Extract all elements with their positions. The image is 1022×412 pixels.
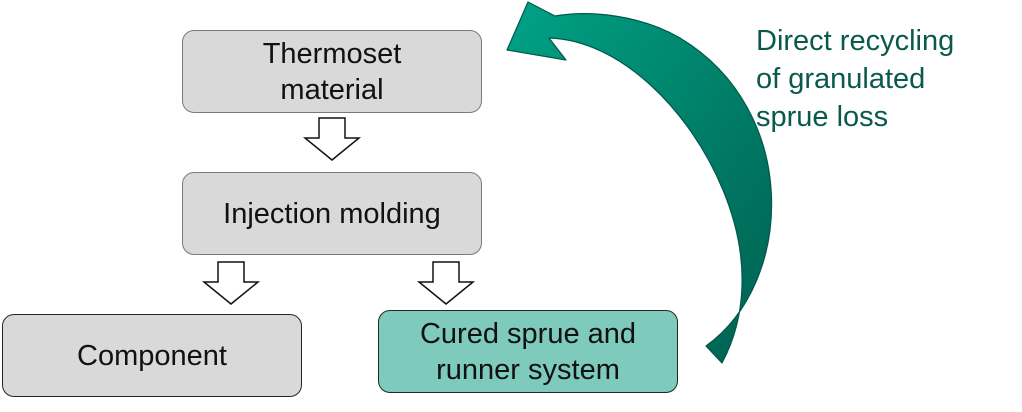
thermoset-material-box: Thermoset material <box>182 30 482 113</box>
node-label-line: material <box>280 73 384 106</box>
caption-line: sprue loss <box>756 101 889 133</box>
recycle-arrow-icon <box>506 1 773 364</box>
node-label-line: Thermoset <box>262 37 402 70</box>
recycle-caption: Direct recycling of granulated sprue los… <box>756 22 1016 136</box>
down-arrow-icon <box>416 261 476 305</box>
component-box: Component <box>2 314 302 397</box>
caption-line: Direct recycling <box>756 25 955 57</box>
node-label-line: runner system <box>436 353 620 386</box>
node-label-line: Injection molding <box>223 197 441 230</box>
caption-line: of granulated <box>756 63 926 95</box>
injection-molding-box: Injection molding <box>182 172 482 255</box>
node-label-line: Component <box>77 339 227 372</box>
cured-sprue-box: Cured sprue and runner system <box>378 310 678 393</box>
down-arrow-icon <box>302 117 362 161</box>
node-label-line: Cured sprue and <box>419 317 637 350</box>
down-arrow-icon <box>201 261 261 305</box>
